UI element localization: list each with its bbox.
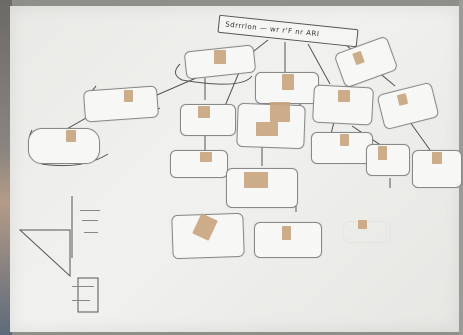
connector-line [410,122,430,150]
tape [340,134,349,146]
paper-note [28,128,100,164]
sketch-triangle [20,230,70,276]
paper-note [366,144,410,176]
scribble [84,232,98,233]
tape [198,106,210,118]
scribble [82,220,98,221]
scribble [80,210,100,211]
tape [66,130,76,142]
tape [432,152,442,164]
tape [338,90,350,102]
scribble [72,286,94,287]
tape [256,122,278,136]
paper-note [344,222,390,242]
tape [124,90,133,102]
tape [214,50,226,64]
sketch-box [78,278,98,312]
tape [200,152,212,162]
tape [282,74,294,90]
scribble [72,300,90,301]
tape [282,226,291,240]
paper-note [83,85,159,122]
paper-note [170,150,228,178]
tape [270,102,290,122]
tape [378,146,387,160]
tape [358,220,367,229]
tape [244,172,268,188]
